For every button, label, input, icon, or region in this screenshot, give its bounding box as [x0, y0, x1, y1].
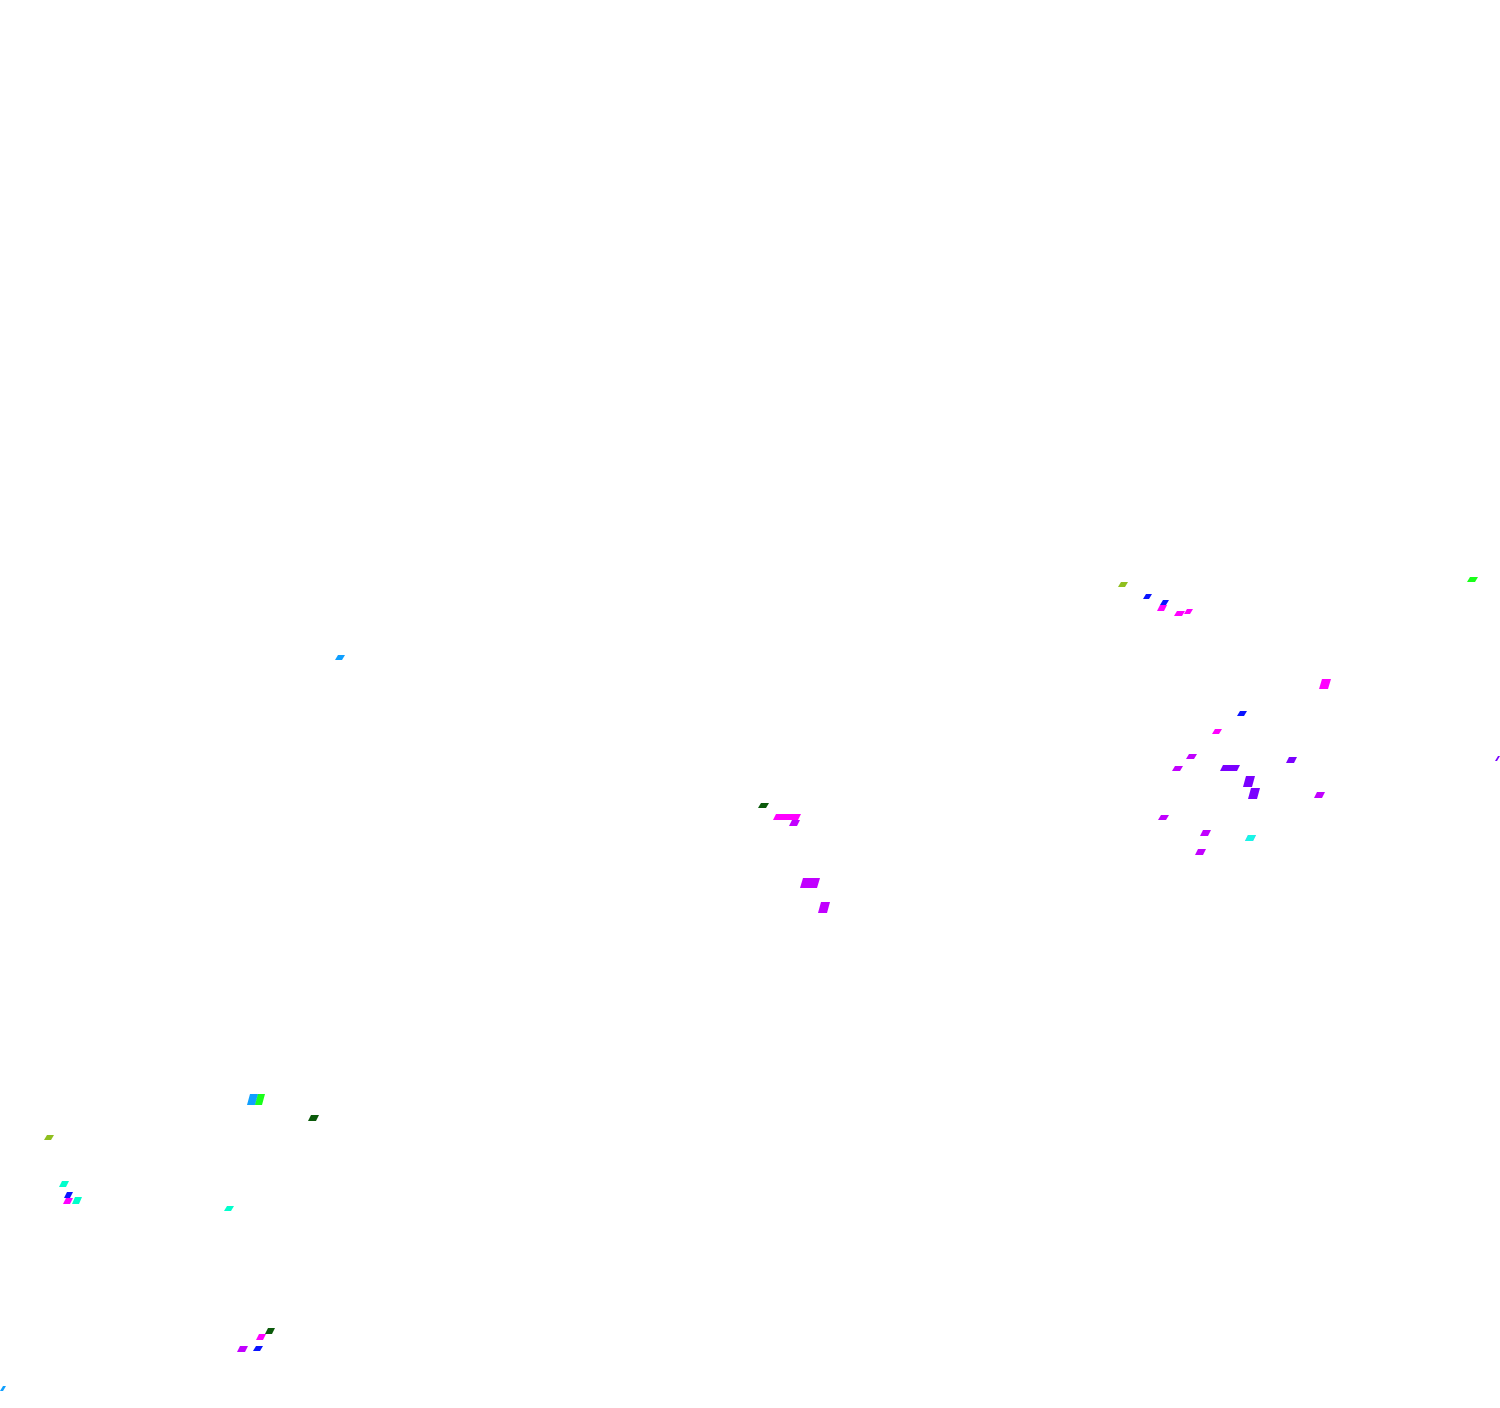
- map-marker-green[interactable]: [1467, 577, 1478, 582]
- map-marker-purple[interactable]: [237, 1346, 248, 1352]
- southwest-cluster: [44, 1094, 319, 1211]
- map-marker-green[interactable]: [255, 1094, 265, 1105]
- map-marker-purple[interactable]: [1195, 849, 1206, 855]
- map-marker-blue[interactable]: [1143, 594, 1152, 599]
- map-marker-aqua[interactable]: [59, 1181, 69, 1187]
- map-marker-magenta[interactable]: [1212, 729, 1222, 734]
- map-marker-purple[interactable]: [789, 820, 800, 826]
- map-marker-magenta[interactable]: [773, 814, 801, 820]
- map-marker-dark-green[interactable]: [758, 803, 769, 808]
- map-marker-purple[interactable]: [1158, 815, 1169, 820]
- map-marker-yellow-green[interactable]: [1118, 582, 1128, 587]
- west-cluster: [335, 655, 345, 660]
- map-marker-cyan[interactable]: [1245, 835, 1256, 841]
- map-marker-magenta[interactable]: [1184, 609, 1193, 614]
- map-marker-purple[interactable]: [1172, 766, 1183, 771]
- map-marker-purple[interactable]: [1186, 754, 1197, 759]
- map-marker-indigo[interactable]: [1243, 776, 1255, 787]
- map-marker-dark-green[interactable]: [308, 1115, 319, 1121]
- map-marker-yellow-green[interactable]: [44, 1135, 54, 1140]
- map-marker-sky-blue[interactable]: [335, 655, 345, 660]
- map-marker-purple[interactable]: [1200, 830, 1211, 836]
- map-marker-indigo[interactable]: [1286, 757, 1297, 763]
- map-marker-magenta[interactable]: [1157, 605, 1167, 611]
- map-marker-magenta[interactable]: [1174, 611, 1185, 616]
- map-marker-indigo[interactable]: [1220, 765, 1240, 771]
- map-marker-blue[interactable]: [1160, 600, 1169, 605]
- map-marker-sky-blue[interactable]: [0, 1386, 6, 1391]
- map-marker-indigo[interactable]: [1248, 788, 1260, 799]
- map-marker-dark-green[interactable]: [265, 1328, 275, 1334]
- markers-layer: [0, 577, 1500, 1391]
- northeast-cluster: [1118, 577, 1478, 616]
- map-marker-blue[interactable]: [64, 1192, 73, 1198]
- map-marker-magenta[interactable]: [63, 1198, 73, 1204]
- map-marker-indigo[interactable]: [1495, 756, 1500, 761]
- center-cluster: [758, 803, 830, 913]
- map-marker-sky-blue[interactable]: [247, 1094, 258, 1105]
- map-marker-magenta[interactable]: [1319, 679, 1331, 689]
- south-cluster: [0, 1328, 275, 1391]
- map-marker-blue[interactable]: [1237, 711, 1247, 716]
- map-marker-purple[interactable]: [1314, 792, 1325, 798]
- map-marker-aqua[interactable]: [72, 1197, 82, 1204]
- map-marker-magenta[interactable]: [256, 1334, 266, 1340]
- map-marker-aqua[interactable]: [224, 1206, 234, 1211]
- map-marker-purple[interactable]: [818, 902, 830, 913]
- east-cluster: [1158, 679, 1500, 855]
- map-marker-purple[interactable]: [800, 878, 820, 888]
- map-marker-blue[interactable]: [253, 1346, 263, 1351]
